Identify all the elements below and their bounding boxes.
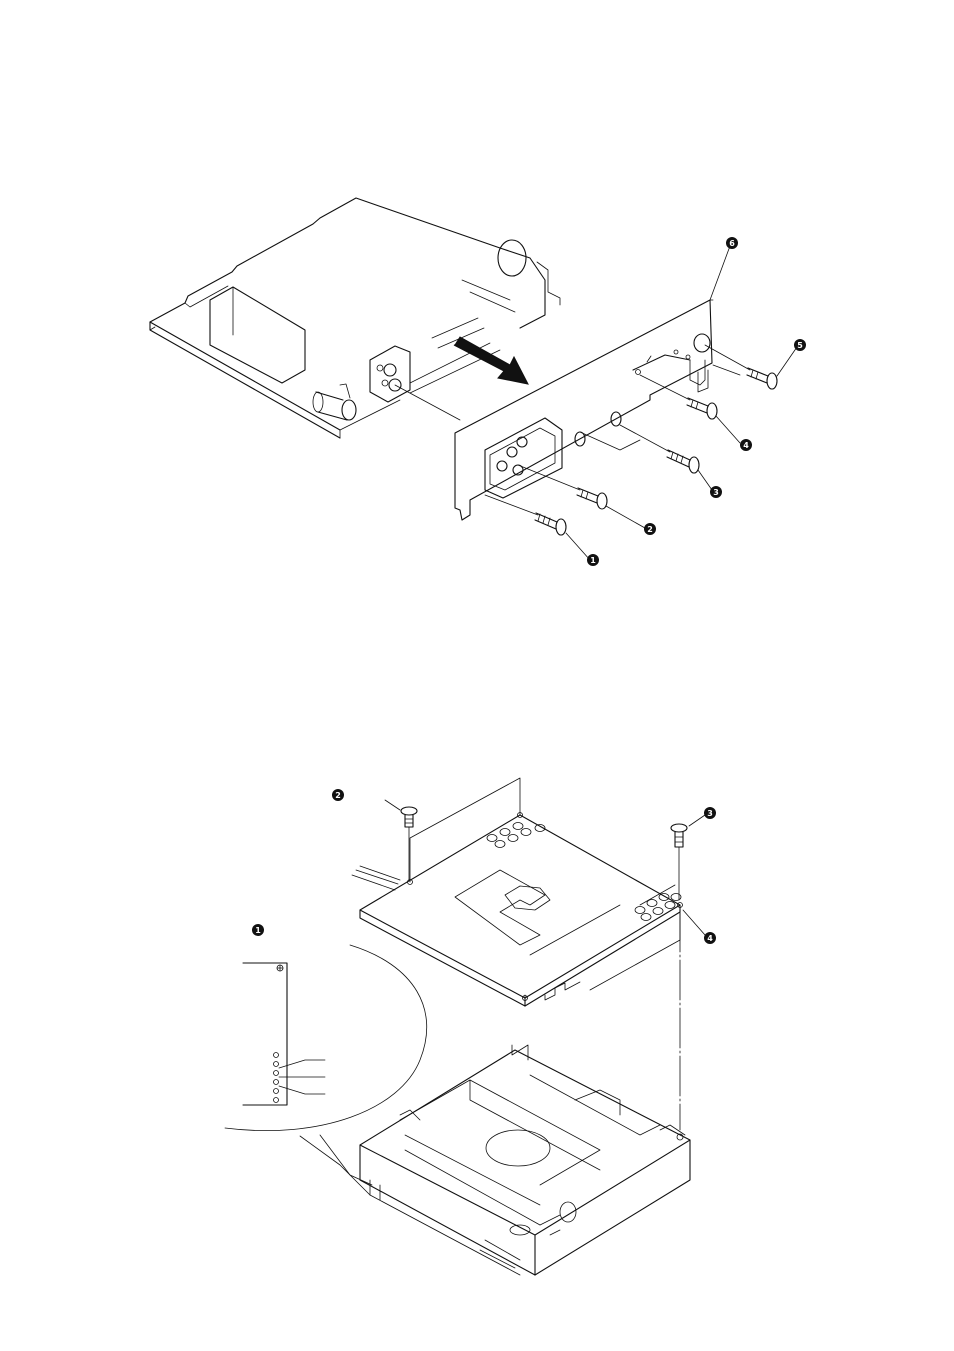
svg-text:2: 2 <box>647 525 653 534</box>
callout-3-fig2: 3 <box>704 807 716 819</box>
pcb-board <box>150 198 560 438</box>
svg-text:4: 4 <box>743 441 749 450</box>
svg-text:3: 3 <box>707 809 713 818</box>
svg-text:1: 1 <box>255 926 261 935</box>
figure-1-rear-panel-removal: 1 2 3 4 5 6 <box>150 198 806 566</box>
callout-5: 5 <box>794 339 806 351</box>
svg-text:2: 2 <box>335 791 341 800</box>
callout-6: 6 <box>726 237 738 249</box>
svg-text:3: 3 <box>713 488 719 497</box>
screw-3 <box>620 425 699 473</box>
callout-1-fig2: 1 <box>252 924 264 936</box>
callout-4: 4 <box>740 439 752 451</box>
svg-text:5: 5 <box>797 341 803 350</box>
svg-text:6: 6 <box>729 239 735 248</box>
removal-direction-arrow <box>454 337 528 384</box>
callout-4-fig2: 4 <box>704 932 716 944</box>
screw-5 <box>705 345 777 389</box>
screw-2 <box>518 465 607 509</box>
screw-3-fig2 <box>671 815 705 900</box>
screw-4 <box>640 375 717 419</box>
figure-2-cd-mechanism: 1 2 3 4 <box>225 778 716 1275</box>
magnified-detail-bubble <box>225 945 427 1195</box>
svg-text:4: 4 <box>707 934 713 943</box>
screw-2-fig2 <box>385 800 417 880</box>
callout-3: 3 <box>710 486 722 498</box>
callout-1: 1 <box>587 554 599 566</box>
cd-mechanism-chassis <box>360 1045 690 1275</box>
screw-1 <box>485 495 566 535</box>
rear-panel-bracket <box>455 300 740 520</box>
callout-2: 2 <box>644 523 656 535</box>
svg-text:1: 1 <box>590 556 596 565</box>
callout-2-fig2: 2 <box>332 789 344 801</box>
